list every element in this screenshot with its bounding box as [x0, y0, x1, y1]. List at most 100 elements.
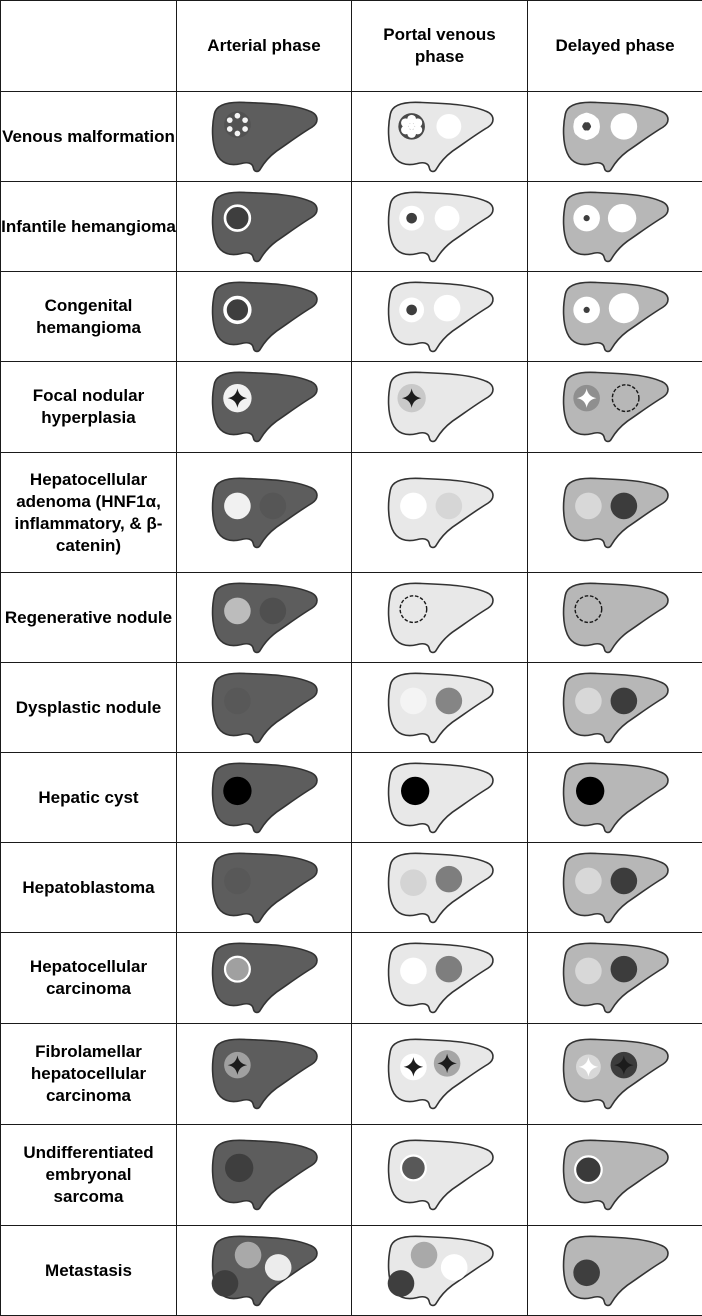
liver-diagram: [556, 1232, 674, 1310]
row-congenital-hemangioma: Congenital hemangioma: [1, 272, 702, 362]
row-hepatoblastoma: Hepatoblastoma: [1, 843, 702, 933]
portal-phase-cell: [352, 573, 528, 663]
lesion-group: [224, 1052, 251, 1079]
lesion: [400, 958, 427, 985]
delayed-phase-cell: [528, 753, 702, 843]
lesion: [611, 956, 638, 983]
liver-diagram: [205, 474, 323, 552]
liver-diagram: [205, 939, 323, 1017]
liver-diagram: [556, 368, 674, 446]
peripheral-nodule: [574, 125, 584, 135]
lesion: [576, 776, 604, 804]
peripheral-nodule: [235, 130, 241, 136]
row-label: Hepatocellular carcinoma: [1, 933, 177, 1024]
lesion: [224, 597, 251, 624]
liver-diagram: [205, 849, 323, 927]
delayed-phase-cell: [528, 92, 702, 182]
lesion: [400, 492, 427, 519]
row-label: Fibrolamellar hepatocellular carcinoma: [1, 1024, 177, 1125]
lesion-group: [223, 776, 251, 804]
lesion: [400, 869, 427, 896]
liver-diagram: [381, 759, 499, 837]
liver-diagram: [381, 278, 499, 356]
liver-diagram: [205, 98, 323, 176]
arterial-phase-cell: [177, 933, 352, 1024]
lesion: [265, 1254, 292, 1281]
lesion: [260, 597, 287, 624]
liver-diagram: [556, 849, 674, 927]
liver-diagram: [556, 939, 674, 1017]
row-hepatic-cyst: Hepatic cyst: [1, 753, 702, 843]
portal-phase-cell: [352, 753, 528, 843]
row-hepatocellular-carcinoma: Hepatocellular carcinoma: [1, 933, 702, 1024]
lesion: [433, 294, 460, 321]
arterial-phase-cell: [177, 362, 352, 453]
lesion: [609, 293, 639, 323]
liver-diagram: [556, 1035, 674, 1113]
row-label: Venous malformation: [1, 92, 177, 182]
delayed-phase-cell: [528, 933, 702, 1024]
row-label: Metastasis: [1, 1226, 177, 1316]
row-label: Undifferentiated embryonal sarcoma: [1, 1125, 177, 1226]
portal-phase-cell: [352, 362, 528, 453]
liver-shape: [388, 583, 492, 652]
lesion: [611, 113, 638, 140]
delayed-phase-cell: [528, 272, 702, 362]
lesion-group: [225, 205, 250, 230]
lesion-group: [224, 111, 251, 138]
lesion: [223, 776, 251, 804]
portal-phase-cell: [352, 272, 528, 362]
peripheral-nodule: [242, 126, 248, 132]
liver-diagram: [381, 1035, 499, 1113]
delayed-phase-cell: [528, 1226, 702, 1316]
lesion: [260, 492, 287, 519]
lesion-group: [401, 1156, 426, 1181]
lesion: [575, 867, 602, 894]
delayed-phase-cell: [528, 1125, 702, 1226]
liver-diagram: [381, 849, 499, 927]
lesion-group: [224, 687, 251, 714]
liver-diagram: [556, 278, 674, 356]
liver-diagram: [205, 188, 323, 266]
liver-diagram: [381, 939, 499, 1017]
row-fibrolamellar-hepatocellular-carcinoma: Fibrolamellar hepatocellular carcinoma: [1, 1024, 702, 1125]
peripheral-nodule: [574, 117, 584, 127]
row-metastasis: Metastasis: [1, 1226, 702, 1316]
lesion: [575, 958, 602, 985]
liver-diagram: [556, 579, 674, 657]
liver-diagram: [381, 669, 499, 747]
liver-diagram: [556, 759, 674, 837]
liver-diagram: [381, 1232, 499, 1310]
row-label: Hepatoblastoma: [1, 843, 177, 933]
lesion-center: [584, 306, 590, 312]
liver-diagram: [556, 98, 674, 176]
arterial-phase-cell: [177, 1125, 352, 1226]
lesion: [224, 867, 251, 894]
lesion: [435, 956, 462, 983]
lesion-group: [225, 1154, 253, 1182]
liver-diagram: [205, 759, 323, 837]
header-row: Arterial phase Portal venous phase Delay…: [1, 1, 702, 92]
liver-shape: [564, 583, 668, 652]
arterial-phase-cell: [177, 453, 352, 573]
lesion: [608, 203, 636, 231]
lesion: [401, 1156, 426, 1181]
lesion: [611, 867, 638, 894]
lesion: [224, 687, 251, 714]
header-portal-venous-label: Portal venous phase: [383, 25, 495, 66]
lesion: [611, 492, 638, 519]
row-venous-malformation: Venous malformation: [1, 92, 702, 182]
row-label: Hepatic cyst: [1, 753, 177, 843]
liver-diagram: [381, 98, 499, 176]
portal-phase-cell: [352, 1024, 528, 1125]
delayed-phase-cell: [528, 362, 702, 453]
lesion: [575, 687, 602, 714]
arterial-phase-cell: [177, 573, 352, 663]
row-infantile-hemangioma: Infantile hemangioma: [1, 182, 702, 272]
lesion: [401, 776, 429, 804]
row-label: Hepatocellular adenoma (HNF1α, inflammat…: [1, 453, 177, 573]
lesion: [440, 1254, 467, 1281]
liver-diagram: [556, 188, 674, 266]
row-label: Focal nodular hyperplasia: [1, 362, 177, 453]
arterial-phase-cell: [177, 843, 352, 933]
